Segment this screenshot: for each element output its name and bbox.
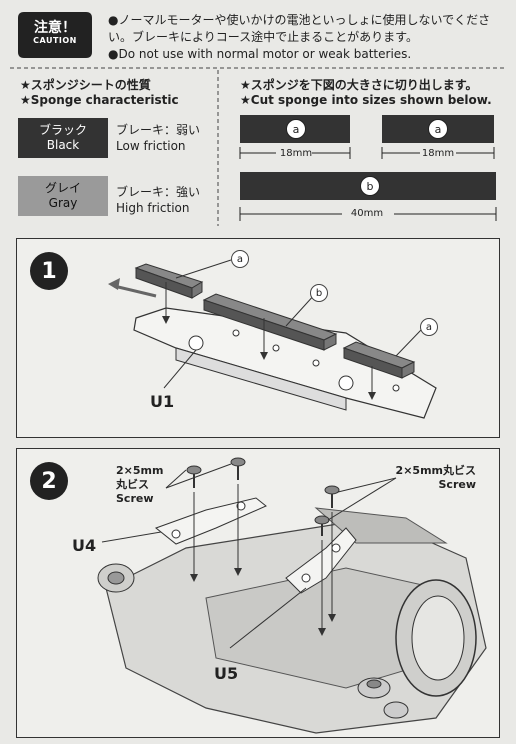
warning-jp: ●ノーマルモーターや使いかけの電池といっしょに使用しないでください。ブレーキによ… (108, 13, 491, 44)
dim-b: 40mm (350, 208, 384, 219)
warning-en: ●Do not use with normal motor or weak ba… (108, 47, 412, 61)
swatch-gray: グレイ Gray (18, 176, 108, 216)
caution-label: 注意！ CAUTION (33, 20, 77, 45)
dividers (10, 67, 506, 226)
dim-a2: 18mm (421, 148, 455, 159)
part-u5: U5 (214, 664, 239, 683)
friction-gray: ブレーキ：強い High friction (116, 185, 201, 215)
dimension-lines (239, 147, 497, 221)
friction-black: ブレーキ：弱い Low friction (116, 123, 201, 153)
step1-label-a1: a (231, 250, 249, 268)
swatch-black: ブラック Black (18, 118, 108, 158)
label-a2: a (428, 119, 448, 139)
part-u1: U1 (150, 392, 175, 411)
cut-title: ★スポンジを下図の大きさに切り出します。 ★Cut sponge into si… (240, 78, 492, 107)
caution-badge (18, 12, 92, 58)
label-b: b (360, 176, 380, 196)
screw-right-callout: 2×5mm丸ビス Screw (395, 464, 476, 491)
label-a1: a (286, 119, 306, 139)
step2-diagram (97, 457, 487, 734)
dim-a1: 18mm (279, 148, 313, 159)
sponge-char-title: ★スポンジシートの性質 ★Sponge characteristic (20, 78, 179, 107)
step1-number: 1 (30, 252, 68, 290)
warning-text: ●ノーマルモーターや使いかけの電池といっしょに使用しないでください。ブレーキによ… (108, 12, 508, 63)
step2-number: 2 (30, 462, 68, 500)
step1-label-b: b (310, 284, 328, 302)
step1-label-a2: a (420, 318, 438, 336)
part-u4: U4 (72, 536, 97, 555)
step1-diagram (108, 259, 437, 419)
screw-left-callout: 2×5mm 丸ビス Screw (116, 464, 164, 505)
